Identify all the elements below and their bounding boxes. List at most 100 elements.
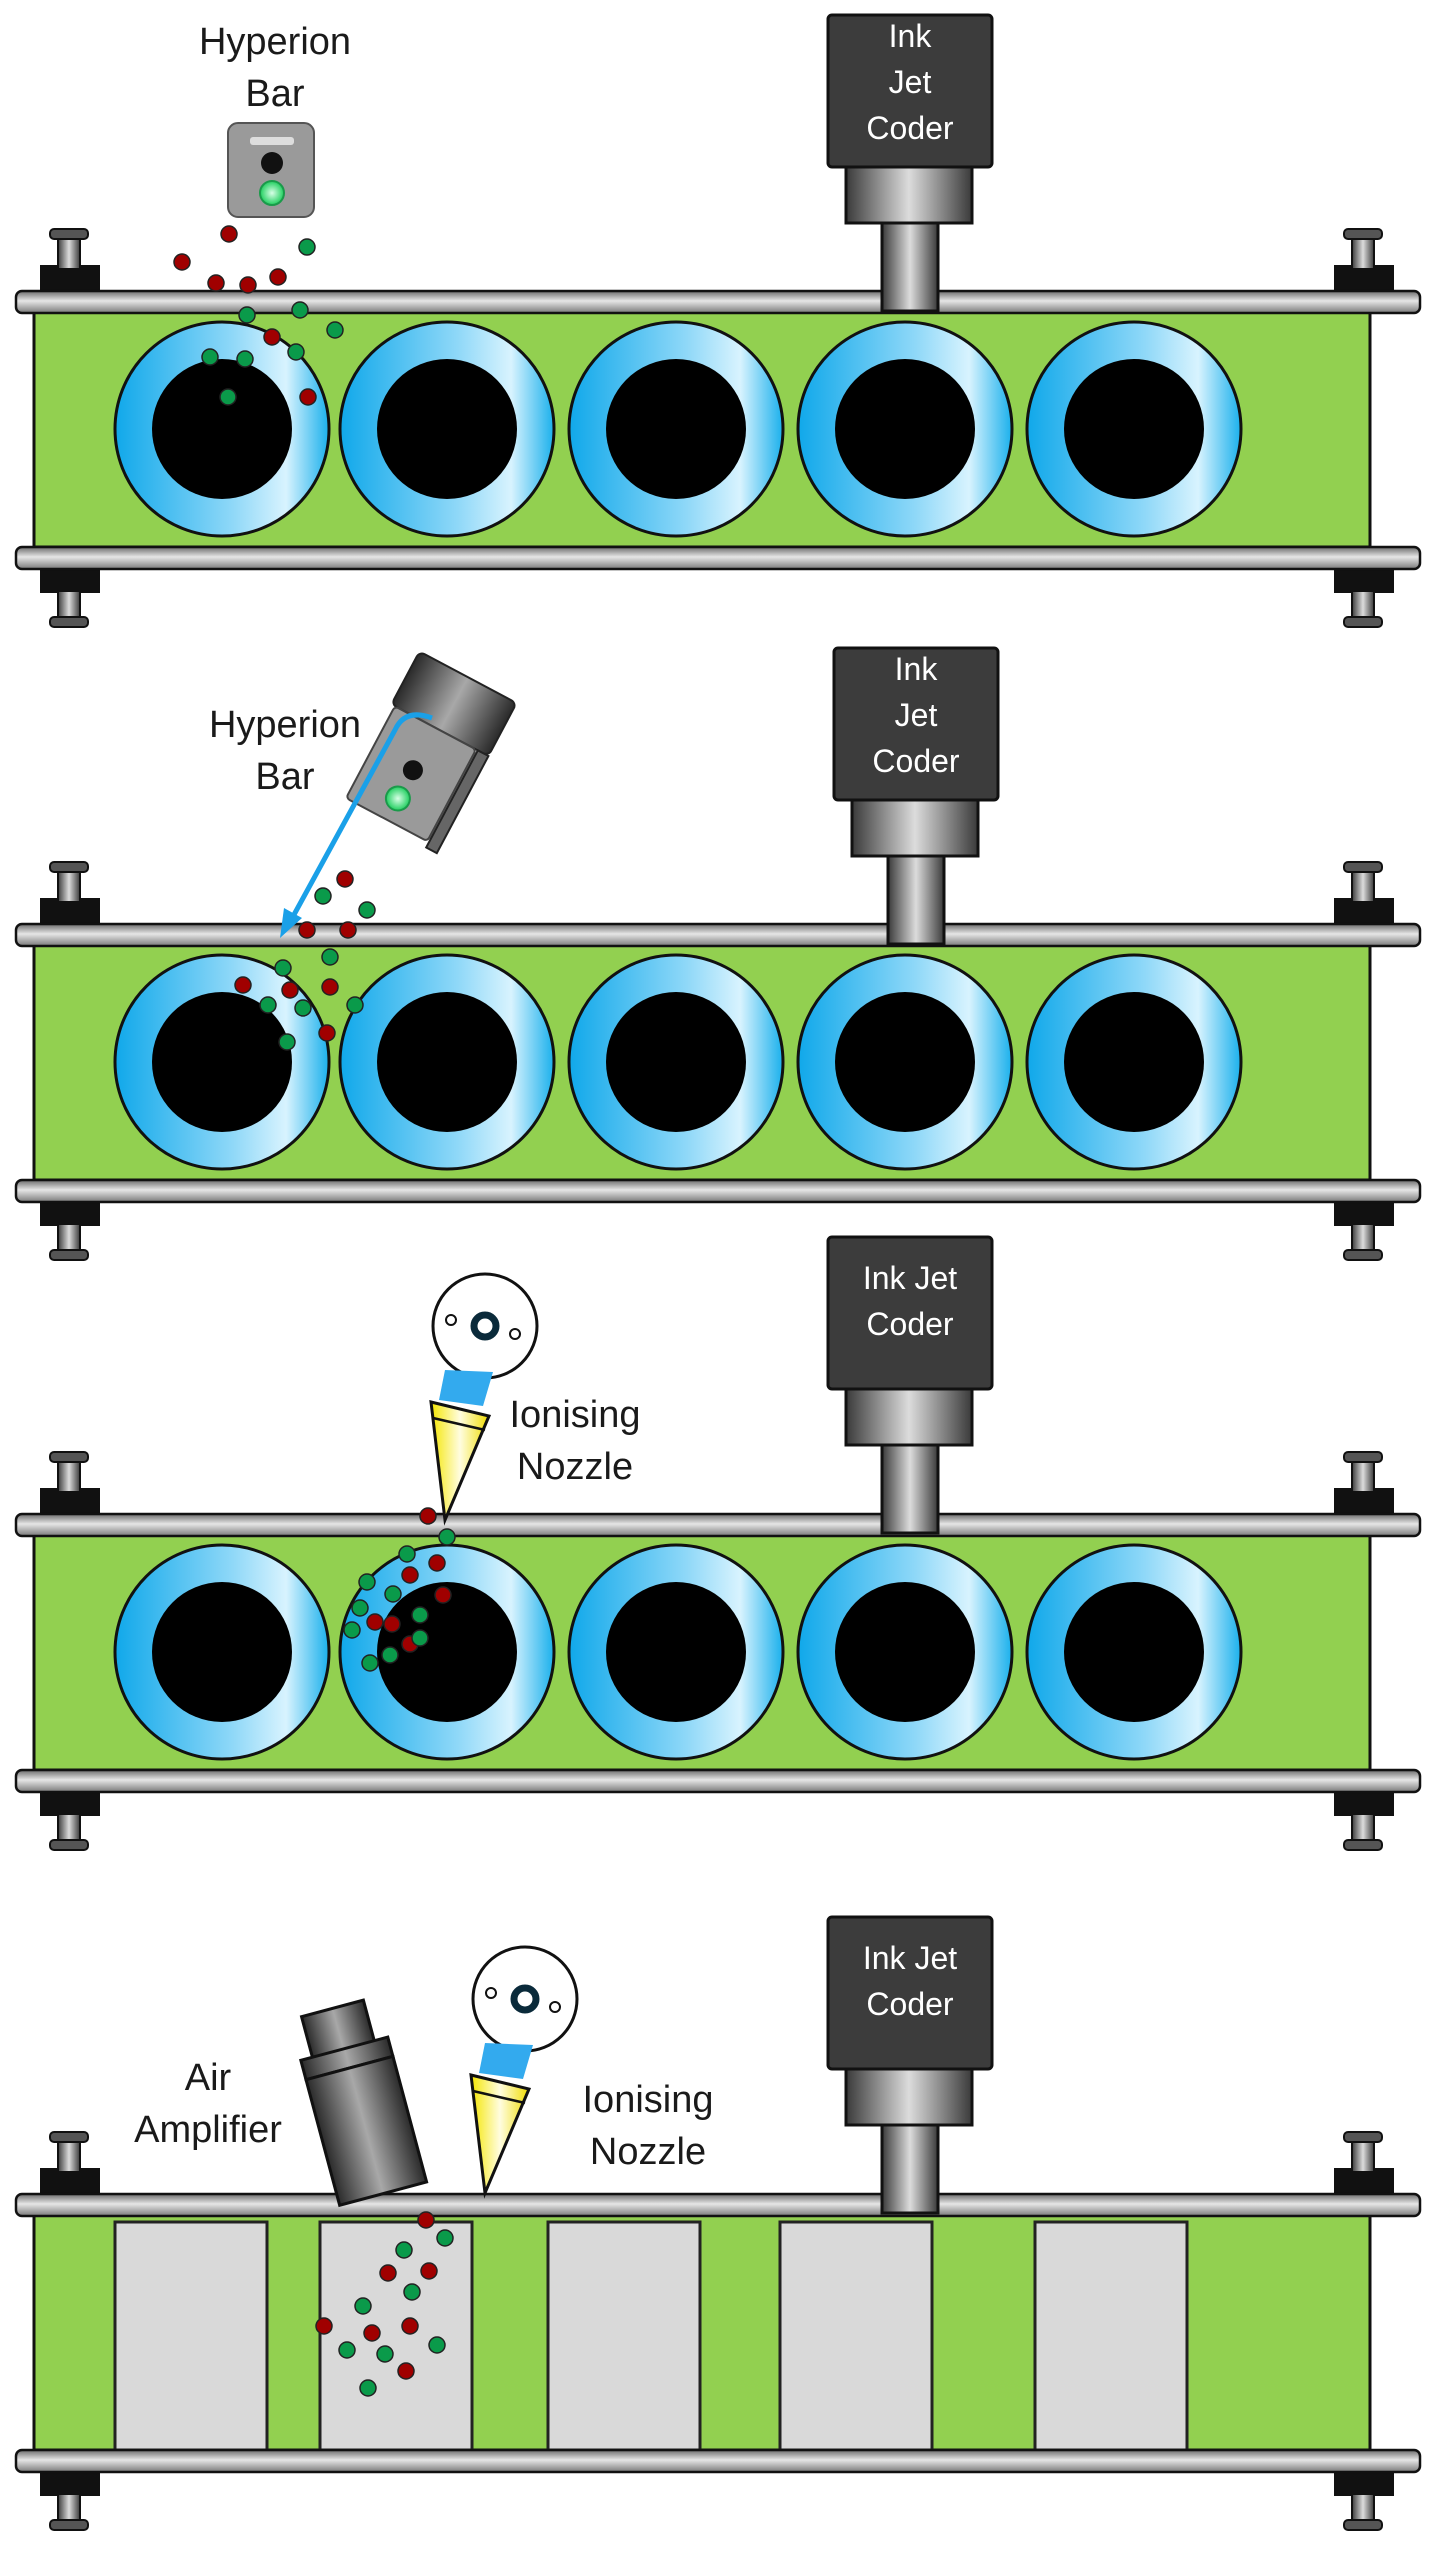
air-amplifier-body	[304, 2054, 429, 2208]
clamp-cap-top	[49, 861, 89, 873]
particle-red	[220, 225, 238, 243]
particle-red	[173, 253, 191, 271]
device-label-line: Bar	[245, 73, 304, 115]
bottom-rail	[14, 1768, 1422, 1794]
top-rail	[14, 922, 1422, 948]
hyperion-led-icon	[384, 785, 411, 812]
air-amplifier-rotated	[298, 1998, 429, 2208]
particle-green	[381, 1646, 399, 1664]
coder-label-line: Coder	[872, 743, 960, 779]
clamp-bolt-top	[57, 1457, 81, 1493]
tray-item	[546, 2220, 702, 2452]
bottom-rail	[14, 545, 1422, 571]
particle-green	[314, 887, 332, 905]
airflow-arrow	[287, 712, 433, 924]
ionising-nozzle-label-line: Nozzle	[517, 1446, 633, 1488]
particle-red	[379, 2264, 397, 2282]
ring-hole	[1064, 359, 1204, 499]
particles	[315, 2211, 454, 2397]
coder-label-line: Ink	[889, 18, 933, 54]
particle-red	[420, 2262, 438, 2280]
clamp-cap-top	[49, 228, 89, 240]
particle-green	[321, 948, 339, 966]
coder-label-line: Ink Jet	[863, 1940, 957, 1976]
particle-red	[281, 981, 299, 999]
clamp-cap-top	[49, 2131, 89, 2143]
top-rail	[14, 2192, 1422, 2218]
particle-green	[358, 1573, 376, 1591]
hyperion-bar-side	[424, 749, 490, 855]
ring-hole	[606, 1582, 746, 1722]
ring-hole	[377, 359, 517, 499]
nozzle-cone	[469, 2073, 532, 2199]
clamp-cap-top	[1343, 861, 1383, 873]
particle-red	[234, 976, 252, 994]
particle-red	[339, 921, 357, 939]
clamp-cap-bottom	[49, 1839, 89, 1851]
clamp-bolt-top	[1351, 234, 1375, 270]
ring-hole	[835, 992, 975, 1132]
ring-hole	[606, 992, 746, 1132]
particle-red	[263, 328, 281, 346]
hyperion-bar-slot	[250, 137, 294, 145]
particle-red	[239, 276, 257, 294]
particle-green	[398, 1545, 416, 1563]
coder-print-head	[880, 221, 940, 313]
tray-item	[113, 2220, 269, 2452]
particle-green	[436, 2229, 454, 2247]
particle-green	[411, 1606, 429, 1624]
tray-item	[1033, 2220, 1189, 2452]
coder-print-head	[880, 1443, 940, 1535]
ring-hole	[1064, 992, 1204, 1132]
particle-green	[298, 238, 316, 256]
particle-red	[298, 921, 316, 939]
clamp-cap-bottom	[1343, 1249, 1383, 1261]
airflow-arrow-head-icon	[280, 908, 302, 938]
particle-red	[336, 870, 354, 888]
clamp-cap-bottom	[1343, 2519, 1383, 2531]
device-label-line: Bar	[255, 756, 314, 798]
clamp-bolt-top	[1351, 1457, 1375, 1493]
ionising-nozzle-screw	[445, 1314, 457, 1326]
particle-green	[403, 2283, 421, 2301]
particle-green	[395, 2241, 413, 2259]
coder-label-line: Jet	[895, 697, 938, 733]
ionising-nozzle-screw	[509, 1328, 521, 1340]
tray-item	[778, 2220, 934, 2452]
particle-green	[259, 996, 277, 1014]
clamp-cap-top	[1343, 2131, 1383, 2143]
ring-hole	[606, 359, 746, 499]
tray-item	[318, 2220, 474, 2452]
coder-print-head	[880, 2123, 940, 2215]
particle-green	[351, 1599, 369, 1617]
air-amplifier-label-line: Amplifier	[134, 2109, 282, 2151]
particle-green	[346, 996, 364, 1014]
particle-red	[321, 978, 339, 996]
coder-label-line: Jet	[889, 64, 932, 100]
ionising-nozzle-port-icon	[470, 1311, 500, 1341]
particle-green	[238, 306, 256, 324]
particle-green	[287, 343, 305, 361]
ionising-nozzle-label-line: Nozzle	[590, 2131, 706, 2173]
ring-hole	[152, 1582, 292, 1722]
nozzle-cone-band	[432, 1416, 486, 1432]
top-rail	[14, 1512, 1422, 1538]
particle-green	[376, 2345, 394, 2363]
ionising-nozzle-label-line: Ionising	[510, 1394, 641, 1436]
coder-label-line: Coder	[866, 110, 954, 146]
